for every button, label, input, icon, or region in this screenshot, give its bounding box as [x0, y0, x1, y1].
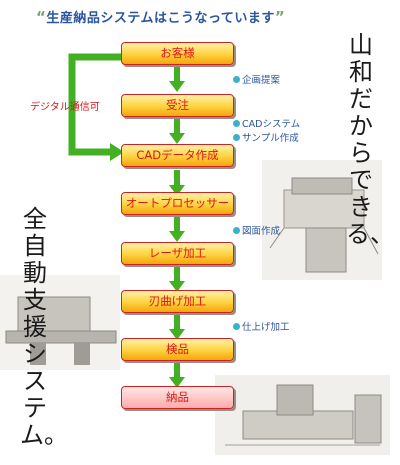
digital-loop-connector: [68, 53, 124, 161]
machine-photo-bottom: [215, 375, 390, 455]
note-cad-system: CADシステム: [233, 116, 300, 130]
step-inspection: 検品: [121, 338, 234, 361]
machine-photo-top-right: [262, 160, 382, 280]
flow-arrow-7: [169, 362, 185, 388]
flow-arrow-3: [169, 170, 185, 196]
step-customer: お客様: [121, 42, 234, 65]
note-finishing: 仕上げ加工: [233, 319, 290, 333]
step-delivery: 納品: [121, 386, 234, 409]
note-sample-creation: サンプル作成: [233, 130, 299, 144]
step-order-receipt: 受注: [121, 94, 234, 117]
step-blade-bending: 刃曲げ加工: [121, 290, 234, 313]
flow-arrow-5: [169, 266, 185, 292]
page-title: “生産納品システムはこうなっています”: [36, 8, 286, 26]
slogan-right-vertical: 山和だからできる、: [346, 31, 394, 248]
note-drawing-creation: 図面作成: [233, 223, 280, 237]
step-auto-processor: オートプロセッサー: [121, 192, 234, 215]
flow-arrow-4: [169, 216, 185, 242]
bullet-icon: [233, 134, 240, 141]
flow-arrow-1: [169, 66, 185, 92]
bullet-icon: [233, 120, 240, 127]
flow-arrow-6: [169, 314, 185, 340]
slogan-left-vertical: 全自動支援システム。: [20, 205, 68, 449]
step-laser-processing: レーザ加工: [121, 242, 234, 265]
note-planning-proposal: 企画提案: [233, 72, 280, 86]
step-cad-data: CADデータ作成: [121, 144, 234, 167]
bullet-icon: [233, 323, 240, 330]
bullet-icon: [233, 227, 240, 234]
flow-arrow-2: [169, 118, 185, 144]
bullet-icon: [233, 76, 240, 83]
machine-photo-left: [0, 275, 120, 370]
digital-communication-label: デジタル通信可: [30, 102, 100, 113]
